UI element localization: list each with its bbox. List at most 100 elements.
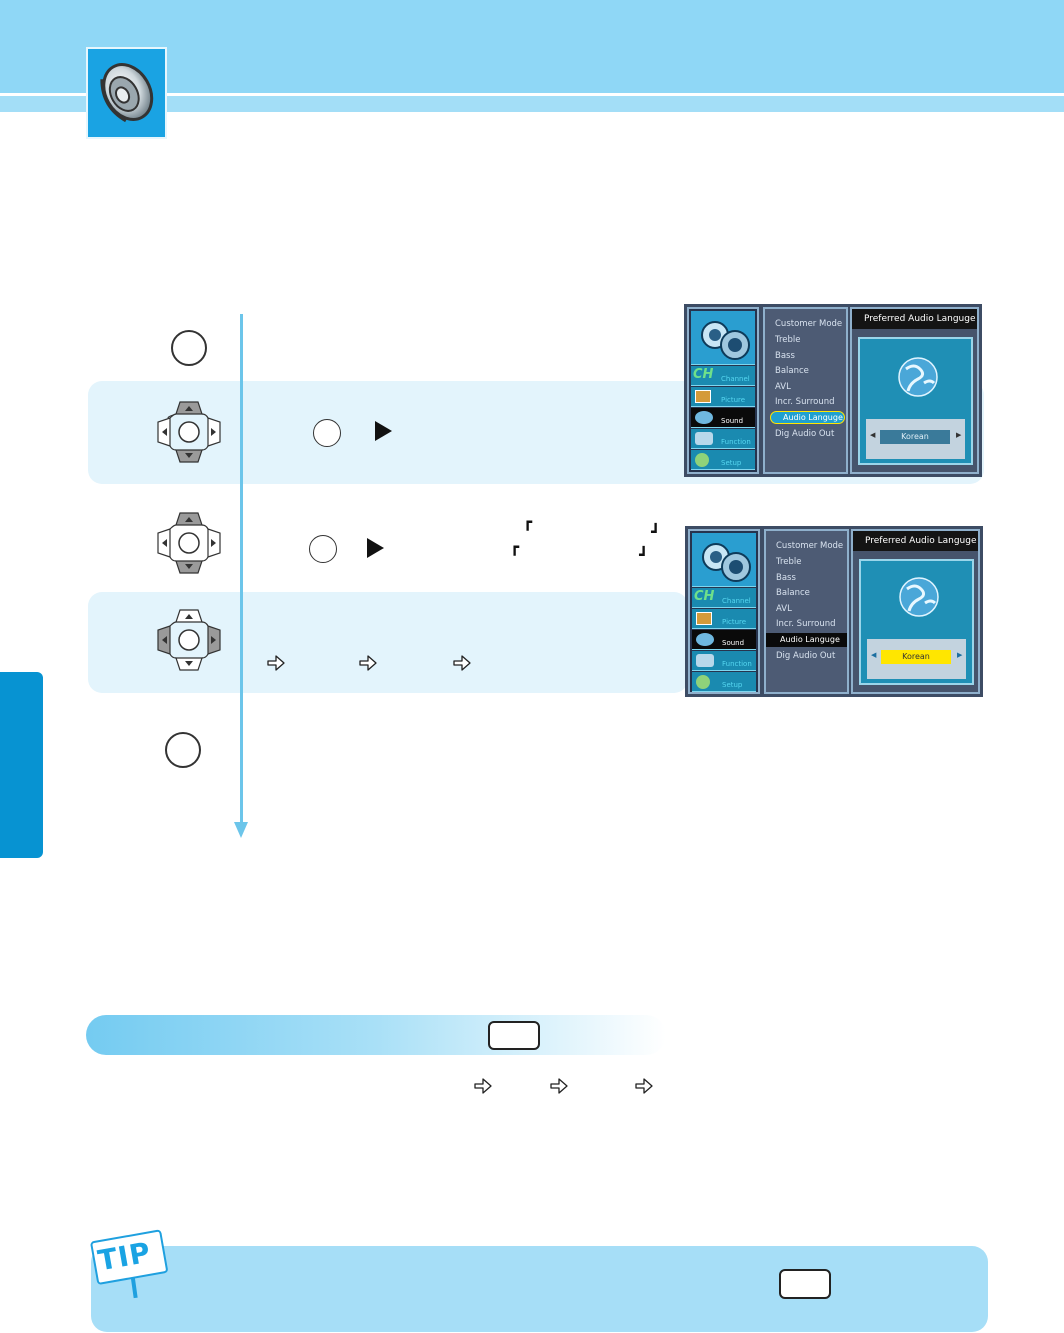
menu-item: Dig Audio Out [776, 651, 836, 661]
quote-close-mark: ┛ [651, 523, 661, 541]
menu-item: Customer Mode [776, 541, 844, 551]
tile-label: Sound [721, 417, 744, 425]
sound-icon [695, 411, 713, 424]
procedure-flow-line [240, 314, 243, 826]
cycle-arrow-icon [359, 655, 377, 671]
value-text-active: Korean [881, 650, 951, 664]
menu-item: Bass [776, 573, 796, 583]
cycle-arrow-icon [635, 1078, 653, 1094]
remote-key-icon [488, 1021, 540, 1050]
menu-item-selected: Audio Languge [783, 413, 843, 422]
menu-selection-highlight [770, 411, 845, 424]
osd-tile-sound: Sound [691, 408, 755, 428]
value-area: ◀ Korean ▶ [866, 419, 965, 459]
tile-label: Function [721, 438, 751, 446]
tip-sign-icon [90, 1229, 168, 1299]
menu-item: Incr. Surround [776, 619, 836, 629]
dpad-up-down-icon [156, 400, 222, 468]
channel-icon: CH [693, 367, 714, 382]
menu-item: Bass [775, 351, 795, 361]
tile-label: Channel [721, 375, 750, 383]
header-lower-band [0, 96, 1064, 112]
osd-screen-1: CH Channel Picture Sound Function Setup … [684, 304, 982, 477]
osd-tile-function: Function [691, 429, 755, 449]
osd-panel-box: ◀ Korean ▶ [859, 559, 974, 685]
menu-item: AVL [775, 382, 791, 392]
tile-label: Channel [722, 597, 751, 605]
osd-category-column: CH Channel Picture Sound Function Setup [688, 529, 760, 694]
header-divider [0, 93, 1064, 96]
quote-open-mark: ┏ [523, 513, 533, 531]
osd-tile-picture: Picture [691, 387, 755, 407]
dpad-left-right-icon [156, 608, 222, 676]
tile-label: Function [722, 660, 752, 668]
osd-screen-2: CH Channel Picture Sound Function Setup … [685, 526, 983, 697]
cycle-arrow-icon [550, 1078, 568, 1094]
menu-item: Incr. Surround [775, 397, 835, 407]
osd-tile-function: Function [692, 651, 756, 671]
osd-category-column: CH Channel Picture Sound Function Setup [687, 307, 759, 474]
tile-label: Sound [722, 639, 745, 647]
osd-sound-menu: Customer Mode Treble Bass Balance AVL In… [764, 529, 849, 694]
panel-title: Preferred Audio Languge [852, 309, 977, 329]
exit-key-icon [165, 732, 201, 768]
cycle-arrow-icon [267, 655, 285, 671]
dpad-up-down-icon [156, 511, 222, 579]
flow-arrow-down-icon [234, 822, 248, 838]
panel-title: Preferred Audio Languge [853, 531, 978, 551]
menu-item: Treble [776, 557, 802, 567]
cycle-arrow-icon [453, 655, 471, 671]
value-area: ◀ Korean ▶ [867, 639, 966, 679]
value-right-arrow-icon: ▶ [956, 431, 962, 439]
value-left-arrow-icon: ◀ [871, 651, 877, 659]
osd-tile-picture: Picture [692, 609, 756, 629]
tile-label: Setup [722, 681, 743, 689]
menu-selection-highlight [766, 633, 847, 647]
osd-tile-channel: CH Channel [692, 588, 756, 608]
value-right-arrow-icon: ▶ [957, 651, 963, 659]
subsection-heading-bar [86, 1015, 666, 1055]
sound-speaker-icon [691, 311, 755, 365]
value-text: Korean [880, 430, 950, 444]
quote-open-mark: ┏ [510, 538, 520, 556]
tile-label: Picture [721, 396, 746, 404]
osd-tile-setup: Setup [691, 450, 755, 470]
osd-panel-box: ◀ Korean ▶ [858, 337, 973, 465]
channel-icon: CH [694, 589, 715, 604]
menu-key-icon [171, 330, 207, 366]
osd-tile-channel: CH Channel [691, 366, 755, 386]
osd-detail-panel: Preferred Audio Languge ◀ Korean ▶ [850, 307, 979, 474]
menu-item: Dig Audio Out [775, 429, 835, 439]
chapter-side-tab [0, 672, 43, 858]
osd-sound-menu: Customer Mode Treble Bass Balance AVL In… [763, 307, 848, 474]
ok-key-icon [313, 419, 341, 447]
osd-tile-setup: Setup [692, 672, 756, 692]
right-arrow-icon [367, 538, 384, 558]
tile-label: Picture [722, 618, 747, 626]
menu-item: Customer Mode [775, 319, 843, 329]
cycle-arrow-icon [474, 1078, 492, 1094]
osd-detail-panel: Preferred Audio Languge ◀ Korean ▶ [851, 529, 980, 694]
quote-close-mark: ┛ [639, 546, 649, 564]
menu-item: Balance [775, 366, 809, 376]
function-icon [695, 432, 713, 445]
menu-item: Treble [775, 335, 801, 345]
speaker-icon [86, 47, 167, 139]
ok-key-icon [309, 535, 337, 563]
sound-icon [696, 633, 714, 646]
globe-icon [898, 357, 938, 397]
value-left-arrow-icon: ◀ [870, 431, 876, 439]
remote-key-icon [779, 1269, 831, 1299]
menu-item: Balance [776, 588, 810, 598]
picture-icon [695, 390, 711, 403]
function-icon [696, 654, 714, 667]
setup-icon [696, 675, 710, 689]
sound-speaker-icon [692, 533, 756, 587]
setup-icon [695, 453, 709, 467]
tip-band [91, 1246, 988, 1332]
tip-badge: TIP [90, 1226, 170, 1302]
menu-item-selected: Audio Languge [780, 635, 840, 644]
picture-icon [696, 612, 712, 625]
menu-item: AVL [776, 604, 792, 614]
right-arrow-icon [375, 421, 392, 441]
